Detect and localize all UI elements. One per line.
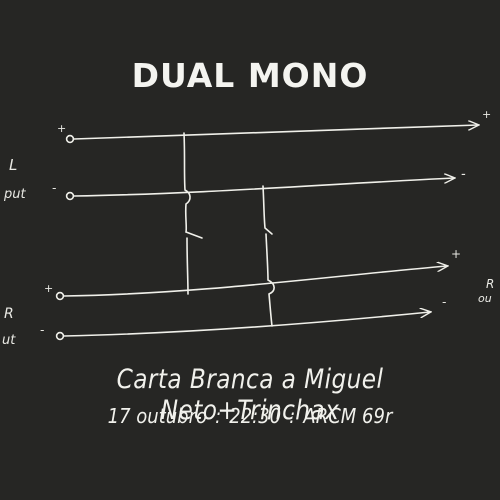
label-out-4: -: [442, 295, 446, 309]
event-details: 17 outubro:22:30: ARCM 69r: [25, 404, 475, 428]
label-right-letter: R: [4, 306, 14, 322]
label-left-word: put: [3, 187, 26, 202]
label-left-minus: -: [52, 181, 56, 195]
terminal-right-plus: [55, 291, 65, 301]
bridge-left-upper: [183, 132, 203, 239]
label-left-letter: L: [9, 156, 17, 174]
separator: :: [215, 404, 222, 428]
label-left-plus: +: [57, 122, 66, 135]
label-out-1: +: [482, 108, 491, 121]
bridge-left-lower: [186, 237, 189, 295]
separator: :: [289, 404, 296, 428]
label-right-word: ut: [2, 333, 16, 348]
event-headline: Carta Branca a Miguel Neto+Trinchax: [116, 364, 384, 426]
poster-title: DUAL MONO: [131, 56, 369, 95]
terminal-right-minus: [55, 331, 65, 341]
label-right-minus: -: [40, 323, 44, 337]
event-venue: ARCM 69r: [303, 404, 393, 428]
wire-right-plus: [63, 266, 447, 297]
bridge-right-upper: [262, 185, 273, 235]
label-out-right-word: ou: [478, 292, 492, 305]
terminal-left-plus: [65, 134, 75, 144]
label-out-2: -: [461, 167, 466, 182]
wire-left-minus: [73, 178, 454, 197]
label-out-right-letter: R: [486, 277, 494, 291]
event-time: 22:30: [229, 404, 282, 428]
label-right-plus: +: [44, 282, 53, 295]
bridge-right-lower: [265, 233, 275, 327]
label-out-3: +: [451, 247, 461, 261]
terminal-left-minus: [65, 191, 75, 201]
wire-left-plus: [73, 125, 478, 140]
wire-right-minus: [63, 312, 430, 337]
event-date: 17 outubro: [107, 404, 207, 428]
